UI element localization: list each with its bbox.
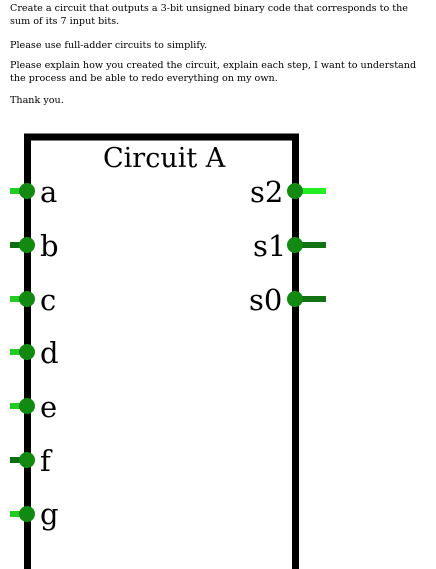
circuit-a-diagram: Circuit A a b c d e f g s2 s1 s0 bbox=[0, 130, 436, 569]
output-label-s1: s1 bbox=[253, 229, 287, 263]
output-label-s2: s2 bbox=[250, 175, 284, 209]
output-pins bbox=[287, 183, 326, 307]
instruction-paragraph-1: Create a circuit that outputs a 3-bit un… bbox=[10, 3, 408, 27]
input-pin-f[interactable] bbox=[10, 452, 35, 468]
input-pin-a[interactable] bbox=[10, 183, 35, 199]
input-label-e: e bbox=[40, 390, 58, 424]
input-label-d: d bbox=[40, 336, 59, 370]
input-label-f: f bbox=[40, 444, 51, 478]
output-pin-s2[interactable] bbox=[287, 183, 326, 199]
input-label-b: b bbox=[40, 229, 59, 263]
input-pin-g[interactable] bbox=[10, 506, 35, 522]
output-pin-s1[interactable] bbox=[287, 237, 326, 253]
instruction-paragraph-3: Please explain how you created the circu… bbox=[10, 60, 417, 84]
input-label-a: a bbox=[40, 175, 58, 209]
input-label-c: c bbox=[40, 283, 57, 317]
output-label-s0: s0 bbox=[249, 283, 283, 317]
instruction-paragraph-2: Please use full-adder circuits to simpli… bbox=[10, 40, 208, 51]
circuit-a-drawing bbox=[10, 133, 326, 569]
input-pin-c[interactable] bbox=[10, 291, 35, 307]
instruction-paragraph-4: Thank you. bbox=[10, 95, 64, 106]
output-pin-s0[interactable] bbox=[287, 291, 326, 307]
circuit-title: Circuit A bbox=[103, 143, 226, 174]
input-pin-d[interactable] bbox=[10, 344, 35, 360]
input-pins bbox=[10, 183, 35, 522]
input-pin-b[interactable] bbox=[10, 237, 35, 253]
input-label-g: g bbox=[40, 497, 59, 531]
input-pin-e[interactable] bbox=[10, 398, 35, 414]
